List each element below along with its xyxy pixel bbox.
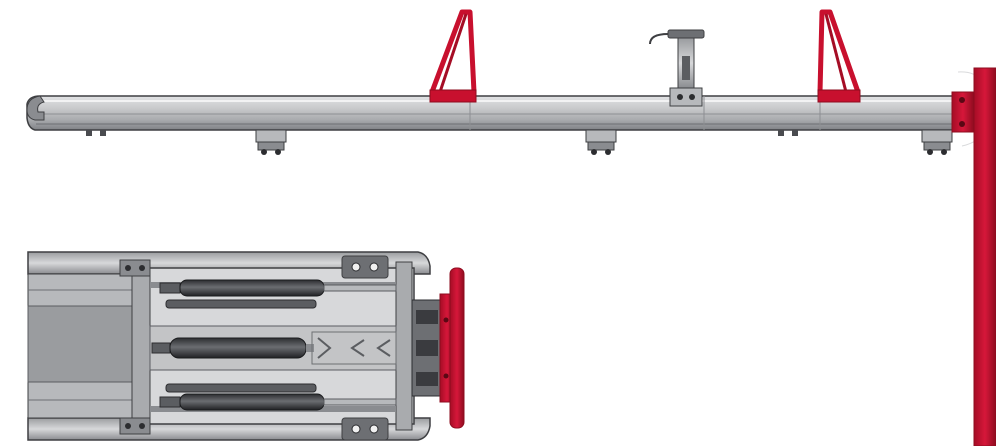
carriage-left-plate [131, 261, 151, 431]
hydraulic-cylinder-upper [159, 279, 397, 309]
direction-chevrons [317, 337, 391, 359]
chevron-housing [311, 331, 397, 365]
red-bracket-left [429, 9, 477, 103]
chevron-mark [317, 337, 332, 359]
rail-web-inner [27, 305, 139, 383]
mount-block [411, 299, 443, 397]
hydraulic-cylinder-lower [159, 383, 397, 411]
bolt-plate-top [341, 255, 389, 279]
chevron-mark [376, 339, 391, 357]
hydraulic-cylinder-middle [151, 337, 314, 359]
red-end-plate [439, 267, 465, 429]
chevron-mark [350, 339, 365, 357]
corner-block [119, 417, 151, 435]
underside-bolts [86, 130, 798, 136]
top-view [27, 251, 465, 441]
trolley-clamp [585, 129, 617, 155]
corner-block [119, 259, 151, 277]
trolley-clamp [255, 129, 287, 155]
bolt-plate-bottom [341, 417, 389, 441]
carriage-right-plate [395, 261, 413, 431]
beam-end-hook [26, 95, 45, 121]
red-bracket-right [817, 9, 861, 103]
side-view [26, 9, 996, 446]
trolley-clamp [921, 129, 953, 155]
center-post [649, 29, 705, 107]
main-beam [26, 95, 956, 131]
red-end-assembly [951, 67, 996, 446]
